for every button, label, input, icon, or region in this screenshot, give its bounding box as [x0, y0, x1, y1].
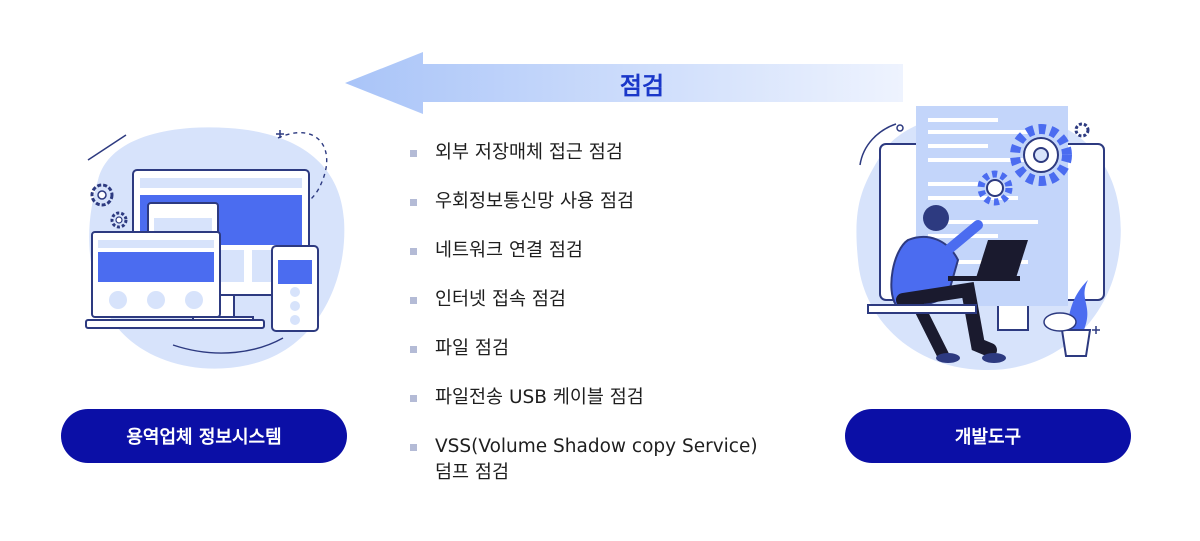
checklist-item: 파일 점검	[405, 336, 825, 362]
checklist-item: 파일전송 USB 케이블 점검	[405, 385, 825, 411]
checklist-item: 네트워크 연결 점검	[405, 238, 825, 264]
dev-tools-label: 개발도구	[845, 409, 1131, 463]
left-arrow-icon	[345, 52, 903, 114]
developer-illustration	[848, 100, 1132, 375]
inspection-checklist: 외부 저장매체 접근 점검 우회정보통신망 사용 점검 네트워크 연결 점검 인…	[405, 140, 825, 509]
square-bullet-icon	[410, 199, 417, 206]
checklist-item-text: 인터넷 접속 점검	[435, 289, 566, 310]
checklist-item-text: 외부 저장매체 접근 점검	[435, 142, 623, 163]
square-bullet-icon	[410, 297, 417, 304]
square-bullet-icon	[410, 248, 417, 255]
checklist-item: 외부 저장매체 접근 점검	[405, 140, 825, 166]
square-bullet-icon	[410, 346, 417, 353]
checklist-item-text: 우회정보통신망 사용 점검	[435, 191, 634, 212]
checklist-item: VSS(Volume Shadow copy Service) 덤프 점검	[405, 434, 825, 486]
checklist-item: 우회정보통신망 사용 점검	[405, 189, 825, 215]
checklist-item-text: 네트워크 연결 점검	[435, 240, 583, 261]
inspection-arrow	[345, 52, 905, 114]
checklist-item-text: VSS(Volume Shadow copy Service)	[435, 436, 758, 457]
vendor-system-label: 용역업체 정보시스템	[61, 409, 347, 463]
arrow-label: 점검	[619, 71, 665, 100]
square-bullet-icon	[410, 444, 417, 451]
checklist-item: 인터넷 접속 점검	[405, 287, 825, 313]
devices-illustration	[78, 120, 350, 375]
checklist-item-text: 파일전송 USB 케이블 점검	[435, 387, 644, 408]
checklist-item-text-continued: 덤프 점검	[435, 462, 509, 483]
square-bullet-icon	[410, 150, 417, 157]
square-bullet-icon	[410, 395, 417, 402]
checklist-item-text: 파일 점검	[435, 338, 509, 359]
devices-icon	[85, 127, 345, 369]
developer-icon	[856, 106, 1121, 371]
